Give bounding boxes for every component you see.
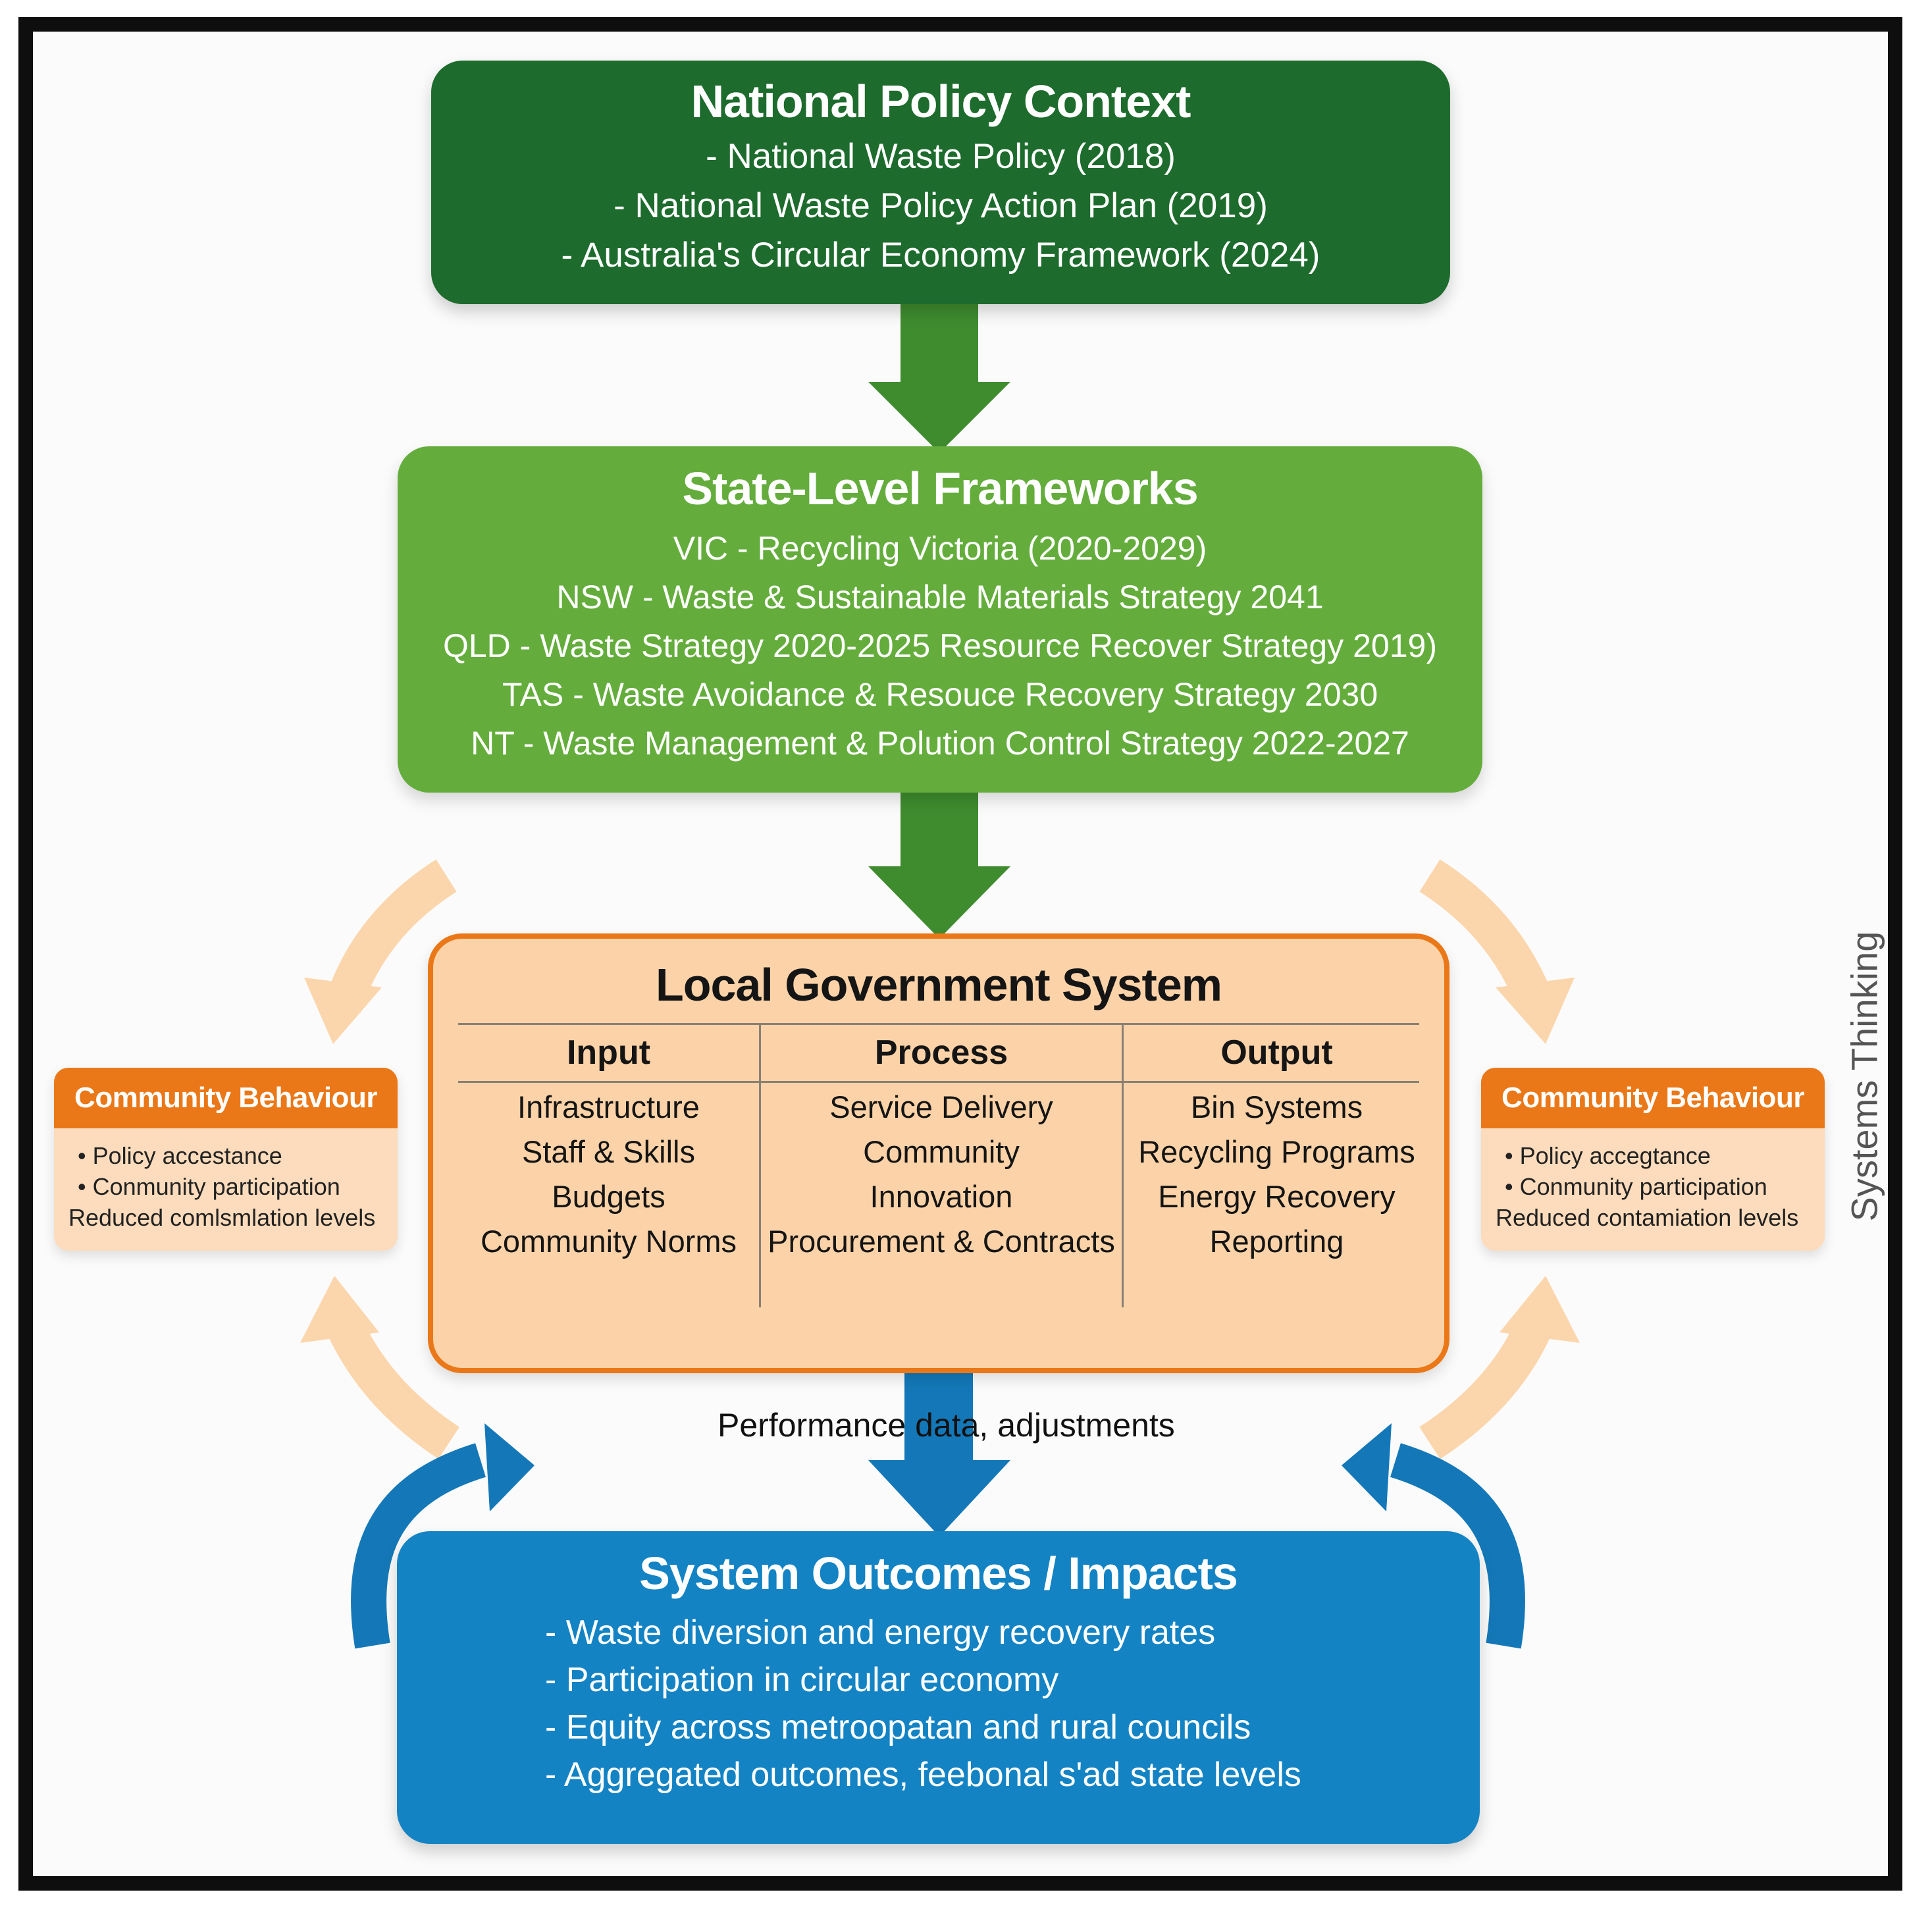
national-policy-box: National Policy Context - National Waste… bbox=[431, 61, 1450, 304]
column-divider bbox=[1122, 1023, 1124, 1307]
bullet-dot-icon: • bbox=[78, 1142, 93, 1169]
community-bullet: • Conmunity participation bbox=[1496, 1171, 1825, 1202]
column-item: Community Norms bbox=[480, 1224, 737, 1259]
local-government-box: Local Government System Input Infrastruc… bbox=[428, 933, 1449, 1373]
down-arrow-national-to-state bbox=[868, 304, 1010, 453]
column-item: Innovation bbox=[870, 1179, 1013, 1214]
community-bullet: • Policy accegtance bbox=[1496, 1140, 1825, 1171]
column-item: Bin Systems bbox=[1190, 1089, 1363, 1124]
curved-arrow-feedback-left bbox=[351, 1423, 535, 1649]
state-framework-line: NT - Waste Management & Polution Control… bbox=[471, 725, 1409, 762]
community-bullet-text: Conmunity participation bbox=[92, 1173, 340, 1200]
national-policy-line: - Australia's Circular Economy Framework… bbox=[561, 236, 1320, 275]
down-arrow-local-to-outcomes bbox=[868, 1373, 1010, 1536]
column-heading: Output bbox=[1220, 1034, 1333, 1072]
output-column: Output Bin Systems Recycling Programs En… bbox=[1124, 1026, 1430, 1264]
national-policy-title: National Policy Context bbox=[691, 76, 1191, 127]
input-column: Input Infrastructure Staff & Skills Budg… bbox=[458, 1026, 759, 1264]
community-behaviour-title: Community Behaviour bbox=[1481, 1068, 1825, 1128]
state-frameworks-box: State-Level Frameworks VIC - Recycling V… bbox=[398, 446, 1482, 793]
national-policy-line: - National Waste Policy (2018) bbox=[706, 137, 1176, 176]
curved-arrow-upper-left bbox=[304, 859, 457, 1044]
process-column: Process Service Delivery Community Innov… bbox=[761, 1026, 1122, 1264]
column-item: Reporting bbox=[1209, 1224, 1344, 1259]
systems-thinking-label: Systems Thinking bbox=[1838, 922, 1891, 1231]
national-policy-line: - National Waste Policy Action Plan (201… bbox=[614, 186, 1268, 225]
community-extra-text: Reduced contamiation levels bbox=[1496, 1204, 1799, 1231]
community-extra-text: Reduced comlsmlation levels bbox=[68, 1204, 376, 1231]
community-behaviour-title: Community Behaviour bbox=[54, 1068, 398, 1128]
curved-arrow-lower-right bbox=[1419, 1276, 1580, 1459]
state-framework-line: NSW - Waste & Sustainable Materials Stra… bbox=[556, 579, 1324, 616]
divider bbox=[458, 1023, 1419, 1025]
column-item: Infrastructure bbox=[517, 1089, 700, 1124]
column-item: Service Delivery bbox=[829, 1089, 1053, 1124]
system-outcomes-title: System Outcomes / Impacts bbox=[639, 1548, 1238, 1599]
column-item: Staff & Skills bbox=[522, 1134, 695, 1169]
community-bullet-text: Policy accegtance bbox=[1519, 1142, 1711, 1169]
community-bullet-text: Policy accestance bbox=[92, 1142, 282, 1169]
column-divider bbox=[759, 1023, 761, 1307]
curved-arrow-upper-right bbox=[1419, 859, 1575, 1044]
local-government-title: Local Government System bbox=[655, 959, 1222, 1010]
outcome-line: - Aggregated outcomes, feebonal s'ad sta… bbox=[545, 1756, 1301, 1794]
outcome-line: - Equity across metroopatan and rural co… bbox=[545, 1708, 1251, 1746]
systems-thinking-text: Systems Thinking bbox=[1843, 931, 1885, 1222]
community-behaviour-left: Community Behaviour • Policy accestance … bbox=[54, 1068, 398, 1251]
column-item: Community bbox=[863, 1134, 1020, 1169]
outcome-line: - Participation in circular economy bbox=[545, 1661, 1059, 1699]
feedback-label: Performance data, adjustments bbox=[718, 1407, 1175, 1444]
state-framework-line: QLD - Waste Strategy 2020-2025 Resource … bbox=[442, 627, 1437, 664]
bullet-dot-icon: • bbox=[1505, 1173, 1520, 1200]
outcome-line: - Waste diversion and energy recovery ra… bbox=[545, 1613, 1216, 1652]
bullet-dot-icon: • bbox=[78, 1173, 93, 1200]
community-bullet: • Policy accestance bbox=[68, 1140, 398, 1171]
divider bbox=[458, 1081, 1419, 1083]
system-outcomes-box: System Outcomes / Impacts - Waste divers… bbox=[397, 1531, 1480, 1844]
community-bullet: • Conmunity participation bbox=[68, 1171, 398, 1202]
column-item: Recycling Programs bbox=[1138, 1134, 1415, 1169]
column-heading: Process bbox=[874, 1034, 1008, 1072]
state-frameworks-title: State-Level Frameworks bbox=[682, 463, 1198, 514]
column-item: Procurement & Contracts bbox=[768, 1224, 1115, 1259]
column-heading: Input bbox=[566, 1034, 651, 1072]
state-framework-line: VIC - Recycling Victoria (2020-2029) bbox=[673, 530, 1207, 567]
community-bullet-text: Conmunity participation bbox=[1519, 1173, 1767, 1200]
state-framework-line: TAS - Waste Avoidance & Resouce Recovery… bbox=[502, 676, 1378, 713]
curved-arrow-lower-left bbox=[300, 1276, 460, 1459]
column-item: Budgets bbox=[552, 1179, 666, 1214]
column-item: Energy Recovery bbox=[1158, 1179, 1396, 1214]
bullet-dot-icon: • bbox=[1505, 1142, 1520, 1169]
community-behaviour-right: Community Behaviour • Policy accegtance … bbox=[1481, 1068, 1825, 1251]
curved-arrow-feedback-right bbox=[1342, 1423, 1525, 1649]
down-arrow-state-to-local bbox=[868, 793, 1010, 939]
